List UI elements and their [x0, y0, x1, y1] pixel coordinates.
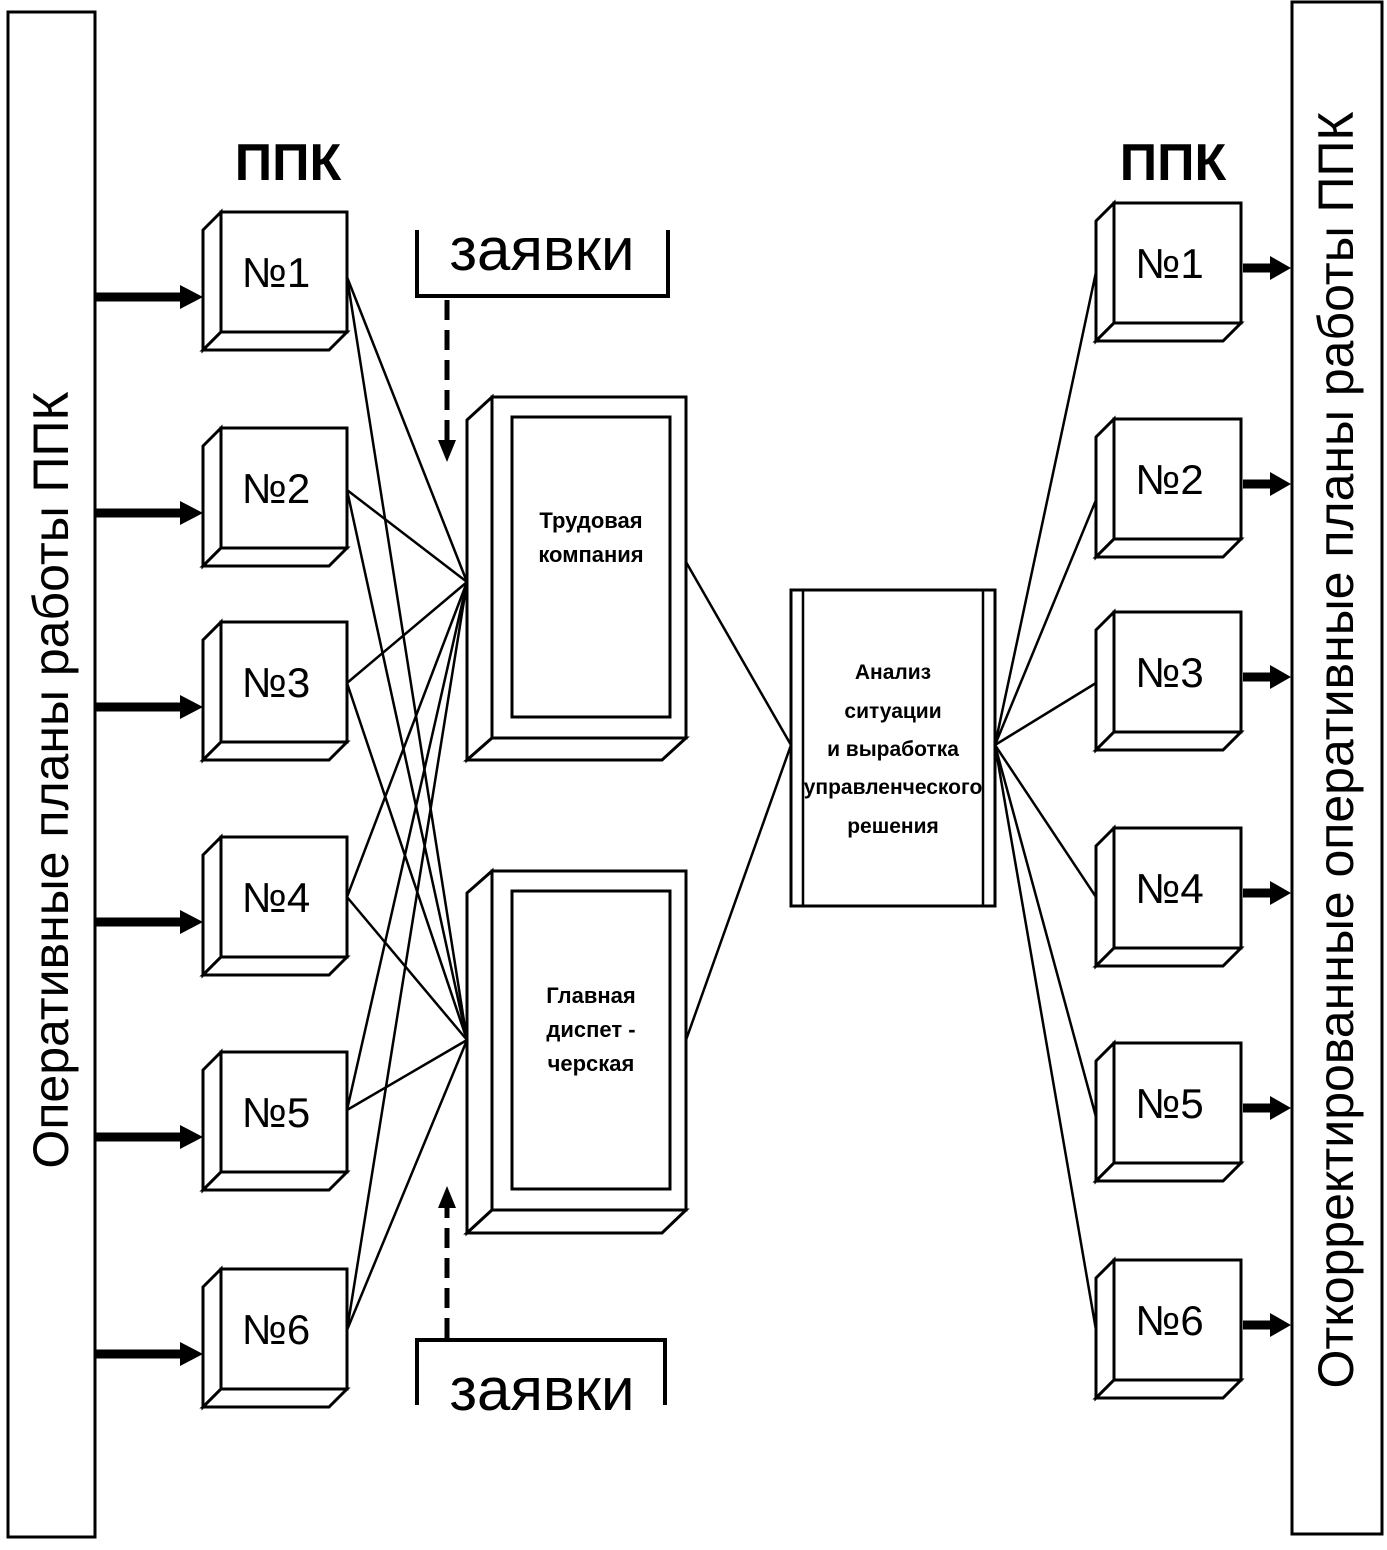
connector-19: [993, 744, 1098, 1118]
input-arrow-1: [95, 285, 203, 309]
right-ppk-box-3-label: №3: [1135, 649, 1203, 696]
connector-6: [345, 682, 469, 1041]
left-ppk-boxes: №1 №2 №3 №4 №5 №6: [199, 208, 351, 1411]
labor-company-line-2: компания: [538, 542, 643, 567]
requests-top-label: заявки: [449, 216, 634, 283]
input-arrow-4: [95, 910, 203, 934]
connector-9: [345, 581, 469, 1111]
connector-2: [345, 276, 469, 1041]
connector-3: [346, 489, 468, 583]
left-panel-label: Оперативные планы работы ППК: [23, 391, 79, 1168]
left-ppk-box-4: №4: [199, 833, 351, 979]
right-panel-label: Откорректированные оперативные планы раб…: [1308, 111, 1364, 1388]
main-dispatch-line-2: диспет -: [546, 1017, 635, 1042]
right-ppk-box-1-label: №1: [1135, 240, 1203, 287]
requests-bottom: заявки: [415, 1186, 667, 1423]
output-arrow-5: [1243, 1096, 1291, 1120]
connector-14: [684, 744, 793, 1041]
right-ppk-box-5: №5: [1092, 1039, 1245, 1185]
input-arrow-5: [95, 1125, 203, 1149]
left-panel: Оперативные планы работы ППК: [6, 10, 97, 1539]
output-arrow-4: [1243, 881, 1291, 905]
connector-8: [346, 896, 468, 1041]
right-ppk-box-3: №3: [1092, 608, 1245, 754]
output-arrow-3: [1243, 665, 1291, 689]
input-arrow-6: [95, 1342, 203, 1366]
connector-1: [345, 276, 469, 583]
left-ppk-box-6-label: №6: [242, 1306, 310, 1353]
analysis-line-5: решения: [847, 815, 939, 838]
connector-5: [346, 581, 468, 684]
connector-15: [993, 271, 1098, 746]
left-ppk-box-2-label: №2: [242, 465, 310, 512]
connector-17: [994, 681, 1097, 747]
connector-7: [345, 581, 469, 898]
analysis-line-2: ситуации: [844, 700, 941, 723]
right-group-title: ППК: [1120, 134, 1227, 192]
connector-18: [993, 744, 1098, 898]
labor-company-block: Трудовая компания: [463, 393, 690, 764]
analysis-line-3: и выработка: [827, 738, 959, 761]
output-arrow-1: [1243, 256, 1291, 280]
left-ppk-box-5-label: №5: [242, 1089, 310, 1136]
right-ppk-box-5-label: №5: [1135, 1080, 1203, 1127]
connector-20: [993, 744, 1098, 1331]
connector-4: [345, 489, 469, 1041]
right-ppk-box-1: №1: [1092, 199, 1245, 345]
right-ppk-box-4-label: №4: [1135, 865, 1203, 912]
connector-10: [346, 1038, 468, 1112]
requests-top-arrowhead: [438, 440, 456, 462]
output-arrow-6: [1243, 1313, 1291, 1337]
connector-12: [345, 1039, 469, 1331]
right-ppk-box-2: №2: [1092, 415, 1245, 561]
left-ppk-box-2: №2: [199, 424, 351, 570]
analysis-line-1: Анализ: [855, 661, 931, 684]
left-ppk-box-3-label: №3: [242, 659, 310, 706]
input-arrow-2: [95, 501, 203, 525]
output-arrow-2: [1243, 472, 1291, 496]
labor-company-line-1: Трудовая: [539, 508, 642, 533]
connection-lines: [345, 271, 1098, 1331]
right-panel: Откорректированные оперативные планы раб…: [1290, 0, 1384, 1536]
input-arrow-3: [95, 695, 203, 719]
left-ppk-box-3: №3: [199, 618, 351, 764]
connector-13: [684, 561, 793, 746]
left-ppk-box-1: №1: [199, 208, 351, 354]
left-group-title: ППК: [235, 134, 342, 192]
requests-top: заявки: [415, 216, 670, 462]
left-ppk-box-4-label: №4: [242, 874, 310, 921]
analysis-block: Анализ ситуации и выработка управленческ…: [789, 588, 997, 908]
right-ppk-box-6: №6: [1092, 1256, 1245, 1402]
requests-bottom-label: заявки: [449, 1356, 634, 1423]
input-arrows: [95, 285, 203, 1366]
left-ppk-box-6: №6: [199, 1265, 351, 1411]
main-dispatch-line-3: черская: [548, 1051, 635, 1076]
connector-16: [993, 499, 1098, 746]
right-ppk-box-4: №4: [1092, 824, 1245, 970]
right-ppk-boxes: №1 №2 №3 №4 №5 №6: [1092, 199, 1245, 1402]
left-ppk-box-1-label: №1: [242, 249, 310, 296]
connector-11: [345, 581, 469, 1331]
right-ppk-box-6-label: №6: [1135, 1297, 1203, 1344]
output-arrows: [1243, 256, 1291, 1337]
main-dispatch-block: Главная диспет - черская: [463, 867, 690, 1237]
analysis-line-4: управленческого: [804, 776, 983, 799]
main-dispatch-line-1: Главная: [546, 983, 635, 1008]
right-ppk-box-2-label: №2: [1135, 456, 1203, 503]
requests-bottom-arrowhead: [438, 1186, 456, 1208]
left-ppk-box-5: №5: [199, 1048, 351, 1194]
